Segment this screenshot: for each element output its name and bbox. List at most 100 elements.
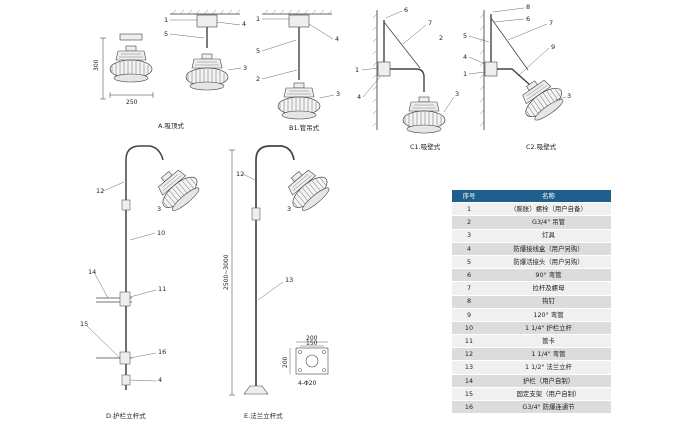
dim-a-height: 300 <box>93 59 100 71</box>
header-name: 名称 <box>486 190 611 204</box>
callout-e-13: 13 <box>285 276 293 284</box>
part-name: （膨胀）螺栓（用户自备） <box>486 202 611 217</box>
caption-b1: B1.管吊式 <box>289 123 320 132</box>
figure-c1-wall-mount: 6 7 2 1 4 3 C1.吸壁式 <box>355 6 459 151</box>
part-name: 灯具 <box>486 229 611 243</box>
callout-b1b-1: 1 <box>256 15 260 23</box>
callout-b1-5: 5 <box>164 30 168 38</box>
flange-detail: 200 150 200 4-Φ20 <box>282 335 329 387</box>
callout-c2-3: 3 <box>567 92 571 100</box>
figure-b1-long-pendant: 1 5 2 4 3 B1.管吊式 <box>256 9 340 132</box>
callout-c1-7: 7 <box>428 19 432 27</box>
part-name: 管卡 <box>486 334 611 349</box>
part-number: 9 <box>452 308 486 322</box>
part-number: 7 <box>452 281 486 296</box>
caption-c1: C1.吸壁式 <box>410 142 441 151</box>
figure-c2-wall-mount: 8 6 7 9 5 4 1 3 C2.吸壁式 <box>463 3 571 151</box>
callout-d-3: 3 <box>157 205 161 213</box>
part-number: 8 <box>452 295 486 309</box>
part-number: 6 <box>452 268 486 283</box>
part-name: 防爆活接头（用户另购） <box>486 255 611 270</box>
part-number: 14 <box>452 374 486 388</box>
figure-e-flange-pole: 2500~3000 12 3 13 200 150 200 4-Φ20 E.法兰… <box>223 145 335 420</box>
callout-c1-4: 4 <box>357 93 361 101</box>
part-number: 5 <box>452 255 486 270</box>
part-name: 1 1/4" 弯管 <box>486 347 611 362</box>
caption-a: A.吸顶式 <box>158 121 184 130</box>
callout-b1b-3: 3 <box>336 90 340 98</box>
callout-d-11: 11 <box>158 285 166 293</box>
part-number: 16 <box>452 400 486 415</box>
part-number: 10 <box>452 321 486 336</box>
part-name: 护栏（用户自制） <box>486 374 611 388</box>
callout-b1b-5: 5 <box>256 47 260 55</box>
callout-c2-7: 7 <box>549 19 553 27</box>
part-number: 12 <box>452 347 486 362</box>
callout-c2-8: 8 <box>526 3 530 11</box>
part-name: 120° 弯管 <box>486 308 611 322</box>
table-row: 1（膨胀）螺栓（用户自备） <box>452 202 611 217</box>
callout-b1-3: 3 <box>243 64 247 72</box>
callout-b1b-4: 4 <box>335 35 339 43</box>
figure-d-guardrail-pole: 12 3 10 11 14 15 16 4 D.护栏立杆式 <box>80 145 205 420</box>
callout-d-15: 15 <box>80 320 88 328</box>
callout-c1-3: 3 <box>455 90 459 98</box>
callout-e-3: 3 <box>287 205 291 213</box>
figure-b1-pipe-pendant: 1 5 4 3 <box>164 9 247 91</box>
caption-e: E.法兰立杆式 <box>244 411 283 420</box>
parts-table-header: 序号 名称 <box>452 190 611 204</box>
part-name: 固定支架（用户自制） <box>486 387 611 402</box>
dim-flange-outer: 200 <box>306 335 318 342</box>
figure-a-ceiling-mount: 300 250 A.吸顶式 <box>93 33 184 130</box>
dim-flange-inner: 150 <box>306 340 318 347</box>
part-number: 13 <box>452 360 486 375</box>
caption-d: D.护栏立杆式 <box>106 411 146 420</box>
callout-c2-4: 4 <box>463 53 467 61</box>
callout-d-4: 4 <box>158 376 162 384</box>
callout-b1b-2: 2 <box>256 75 260 83</box>
header-no: 序号 <box>452 190 486 204</box>
callout-d-10: 10 <box>157 229 165 237</box>
dim-a-width: 250 <box>126 99 138 106</box>
callout-c2-5: 5 <box>463 32 467 40</box>
part-name: G3/4" 防爆连通节 <box>486 400 611 415</box>
part-name: 拉杆及螺母 <box>486 281 611 296</box>
callout-c1-6: 6 <box>404 6 408 14</box>
callout-d-14: 14 <box>88 268 96 276</box>
callout-c1-2: 2 <box>439 34 443 42</box>
part-name: 90° 弯管 <box>486 268 611 283</box>
part-name: G3/4" 吊管 <box>486 215 611 230</box>
dim-e-pole-height: 2500~3000 <box>223 254 230 290</box>
caption-c2: C2.吸壁式 <box>526 142 557 151</box>
callout-d-16: 16 <box>158 348 166 356</box>
part-name: 钩钉 <box>486 295 611 309</box>
part-name: 防爆接线盒（用户另购） <box>486 242 611 256</box>
part-number: 2 <box>452 215 486 230</box>
part-number: 11 <box>452 334 486 349</box>
callout-e-12: 12 <box>236 170 244 178</box>
callout-d-12: 12 <box>96 187 104 195</box>
dim-flange-holes: 4-Φ20 <box>298 380 317 387</box>
part-name: 1 1/4" 护栏立杆 <box>486 321 611 336</box>
callout-b1-4: 4 <box>242 20 246 28</box>
callout-c1-1: 1 <box>355 66 359 74</box>
part-number: 15 <box>452 387 486 402</box>
part-number: 4 <box>452 242 486 256</box>
